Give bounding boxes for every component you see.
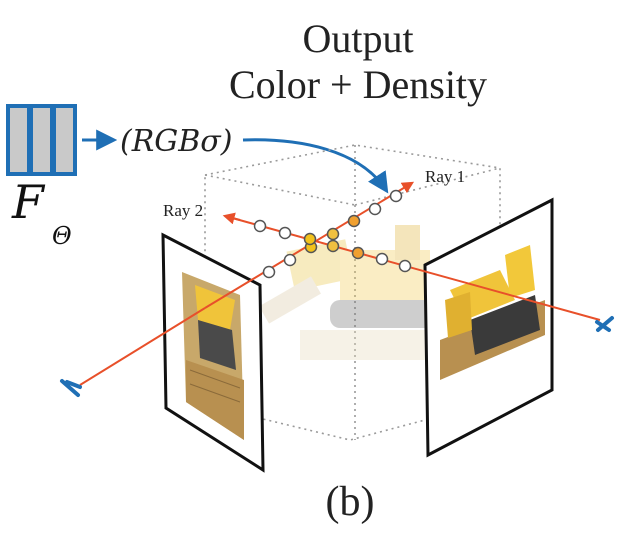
sample-point — [375, 252, 389, 266]
sample-point — [326, 227, 340, 241]
sample-point — [389, 189, 403, 203]
right-camera-image — [423, 197, 554, 458]
sample-point — [303, 232, 317, 246]
sample-point — [283, 253, 297, 267]
volume-box — [204, 144, 501, 441]
network-icon — [6, 104, 77, 176]
rgb-sigma-label: (RGBσ) — [120, 124, 233, 159]
network-symbol: F — [11, 175, 46, 229]
sample-point — [368, 202, 382, 216]
scene-object-image — [259, 225, 470, 360]
sample-point — [351, 246, 365, 260]
sample-points — [253, 189, 412, 279]
sample-point — [347, 214, 361, 228]
network-subscript: Θ — [52, 222, 72, 250]
ray-2-label: Ray 2 — [163, 201, 203, 220]
sample-point — [278, 226, 292, 240]
curved-arrow — [242, 138, 389, 194]
ray-2-camera-icon — [595, 316, 614, 332]
sample-point — [253, 219, 267, 233]
figure-caption: (b) — [326, 479, 375, 525]
title-output: Output — [302, 16, 413, 61]
sample-point — [398, 259, 412, 273]
title-color-density: Color + Density — [229, 62, 487, 107]
sample-point — [326, 239, 340, 253]
sample-point — [262, 265, 276, 279]
left-camera-image — [161, 232, 265, 473]
ray-1-camera-icon — [60, 379, 82, 397]
ray-1-label: Ray 1 — [425, 167, 465, 186]
